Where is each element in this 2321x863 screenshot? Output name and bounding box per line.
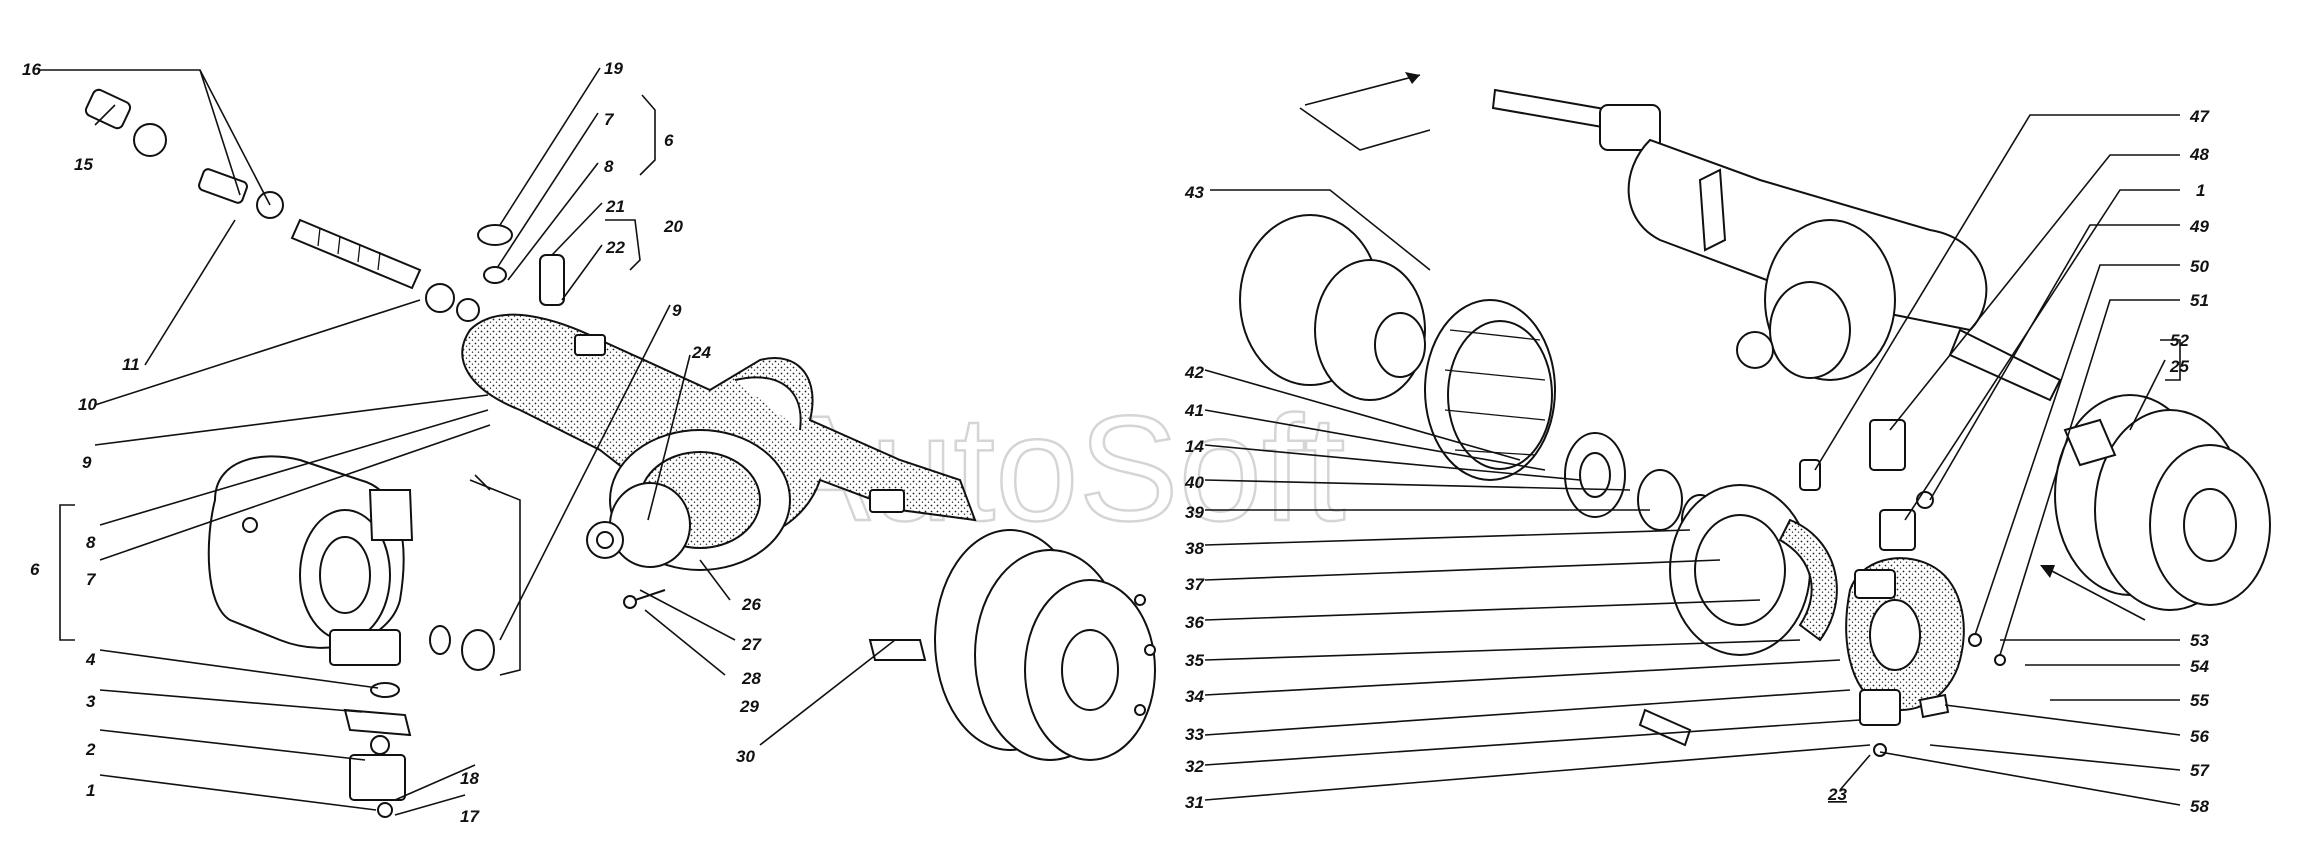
callout-15: 15 <box>74 155 93 174</box>
callout-58: 58 <box>2190 797 2209 816</box>
callout-20: 20 <box>663 217 683 236</box>
callout-24: 24 <box>691 343 711 362</box>
callout-8-top: 8 <box>604 157 614 176</box>
differential-carrier <box>586 429 791 571</box>
callout-37: 37 <box>1185 575 1205 594</box>
callout-1-left: 1 <box>86 781 95 800</box>
callout-30: 30 <box>736 747 755 766</box>
callout-35: 35 <box>1185 651 1204 670</box>
callout-49: 49 <box>2189 217 2209 236</box>
callout-50: 50 <box>2190 257 2209 276</box>
callout-40: 40 <box>1184 473 1204 492</box>
callout-51: 51 <box>2190 291 2209 310</box>
kingpin-stack <box>343 682 412 818</box>
callout-23: 23 <box>1827 785 1847 804</box>
callout-9-left: 9 <box>82 453 92 472</box>
axle-housing <box>461 313 977 542</box>
callout-32: 32 <box>1185 757 1204 776</box>
callout-6-top: 6 <box>664 131 674 150</box>
callout-11: 11 <box>122 355 140 374</box>
wheel-hub-left-assembly <box>868 529 1156 761</box>
left-steering-knuckle <box>207 455 414 666</box>
callout-48: 48 <box>2189 145 2209 164</box>
right-steering-knuckle <box>1845 557 1965 726</box>
callout-4: 4 <box>85 650 96 669</box>
callout-54: 54 <box>2190 657 2209 676</box>
top-washers <box>477 224 565 306</box>
callout-47: 47 <box>2189 107 2210 126</box>
callout-36: 36 <box>1185 613 1204 632</box>
callout-42: 42 <box>1184 363 1204 382</box>
callout-3: 3 <box>86 692 96 711</box>
callout-53: 53 <box>2190 631 2209 650</box>
callout-26: 26 <box>741 595 761 614</box>
brake-drum <box>1239 214 1556 481</box>
left-callouts: 16 15 11 10 9 8 7 6 4 3 2 1 19 7 8 6 21 … <box>22 59 762 826</box>
callout-14: 14 <box>1185 437 1204 456</box>
callout-43: 43 <box>1184 183 1204 202</box>
callout-55: 55 <box>2190 691 2209 710</box>
seal-pair <box>429 625 495 671</box>
right-assembly <box>1204 72 2271 806</box>
callout-31: 31 <box>1185 793 1204 812</box>
left-assembly <box>40 67 1156 818</box>
callout-2: 2 <box>85 740 96 759</box>
callout-17: 17 <box>460 807 480 826</box>
backing-plate <box>1669 484 1838 656</box>
callout-52: 52 <box>2170 331 2189 350</box>
callout-34: 34 <box>1185 687 1204 706</box>
callout-18: 18 <box>460 769 479 788</box>
callout-39: 39 <box>1185 503 1204 522</box>
callout-33: 33 <box>1185 725 1204 744</box>
right-axle-housing <box>1491 88 2062 402</box>
callout-16: 16 <box>22 60 41 79</box>
callout-19: 19 <box>604 59 623 78</box>
callout-7-left: 7 <box>86 570 97 589</box>
callout-7-top: 7 <box>604 110 615 129</box>
cardan-shaft <box>84 88 480 322</box>
callout-8-left: 8 <box>86 533 96 552</box>
right-callouts: 43 42 41 14 40 39 38 37 36 35 34 33 32 3… <box>1184 107 2210 816</box>
callout-27: 27 <box>741 635 762 654</box>
small-fasteners <box>1638 419 2006 757</box>
callout-21: 21 <box>605 197 625 216</box>
callout-9-mid: 9 <box>672 301 682 320</box>
callout-25: 25 <box>2169 357 2189 376</box>
callout-56: 56 <box>2190 727 2209 746</box>
callout-57: 57 <box>2190 761 2210 780</box>
callout-1-right: 1 <box>2196 181 2205 200</box>
callout-10: 10 <box>78 395 97 414</box>
callout-6-left: 6 <box>30 560 40 579</box>
callout-41: 41 <box>1184 401 1204 420</box>
callout-28: 28 <box>741 669 761 688</box>
wheel-hub-right <box>2054 394 2271 611</box>
callout-29: 29 <box>739 697 759 716</box>
callout-22: 22 <box>605 238 625 257</box>
callout-38: 38 <box>1185 539 1204 558</box>
